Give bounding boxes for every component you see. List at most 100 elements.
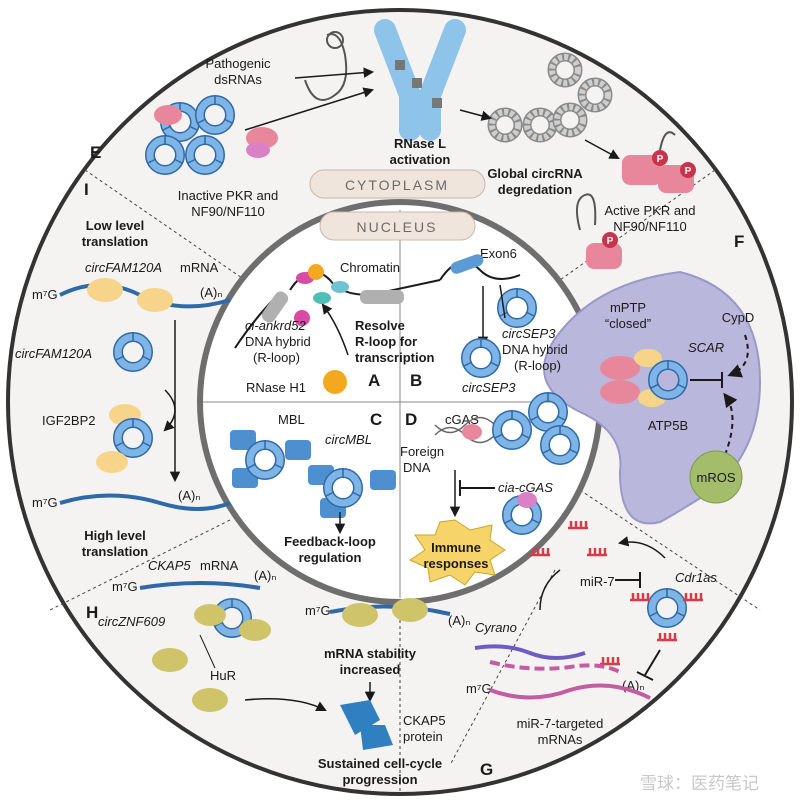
- section-h: H CKAP5 mRNA m⁷G (A)ₙ circZNF609 HuR m⁷G…: [86, 558, 471, 787]
- circsep3-hybrid-label: circSEP3: [502, 326, 556, 341]
- phospho-p-badge-1: P: [657, 154, 664, 165]
- section-f: F mPTP “closed” CypD SCAR ATP5B mROS: [543, 232, 762, 525]
- dna-hybrid-label-a: DNA hybrid: [245, 334, 311, 349]
- r-loop-label-a: (R-loop): [253, 350, 300, 365]
- mros-label: mROS: [697, 470, 736, 485]
- ci-ankrd52-label: ci-ankrd52: [245, 318, 306, 333]
- section-a-letter: A: [368, 371, 380, 390]
- m7g-cap-top: m⁷G: [32, 287, 58, 302]
- section-c-letter: C: [370, 410, 382, 429]
- protein-label: protein: [403, 729, 443, 744]
- pathogenic-label: Pathogenic: [205, 56, 271, 71]
- mir7-label: miR-7: [580, 574, 615, 589]
- cyrano-lncrna: [474, 644, 586, 660]
- m7g-cap-h: m⁷G: [112, 579, 138, 594]
- inactive-circrna-cluster: [148, 95, 278, 170]
- cgas-label: cGAS: [445, 412, 479, 427]
- global-circrna-label: Global circRNA: [487, 166, 583, 181]
- rnase-h1-icon: [323, 370, 347, 394]
- r-loop-for-label: R-loop for: [355, 334, 417, 349]
- active-nf90-label: NF90/NF110: [613, 219, 686, 234]
- mptp-label: mPTP: [610, 300, 646, 315]
- phospho-p-badge-3: P: [607, 236, 614, 247]
- active-pkr-lower: P: [575, 193, 622, 269]
- cia-cgas-label: cia-cGAS: [498, 480, 553, 495]
- chromatin-label: Chromatin: [340, 260, 400, 275]
- cypd-label: CypD: [722, 310, 755, 325]
- circfam120a-mrna-name: circFAM120A: [85, 260, 162, 275]
- polya-tail-h: (A)ₙ: [254, 568, 277, 583]
- m7g-cap-g: m⁷G: [466, 681, 492, 696]
- phospho-p-badge-2: P: [685, 166, 692, 177]
- cyrano-label: Cyrano: [475, 620, 517, 635]
- section-e-letter: E: [90, 143, 101, 162]
- inactive-nf90-label: NF90/NF110: [191, 204, 264, 219]
- activation-label: activation: [390, 152, 451, 167]
- inactive-pkr-label: Inactive PKR and: [178, 188, 278, 203]
- mrna-stability-label: mRNA stability: [324, 646, 417, 661]
- immune-responses-starburst: [408, 519, 506, 586]
- mrna-label: mRNA: [180, 260, 219, 275]
- mir7-targeted-label: miR-7-targeted: [517, 716, 604, 731]
- dna-hybrid-label-b: DNA hybrid: [502, 342, 568, 357]
- section-g: G miR-7 Cdr1as Cyrano (A)ₙ m⁷G miR-7-tar…: [466, 519, 717, 779]
- circfam120a-label: circFAM120A: [15, 346, 92, 361]
- mir7-target-mrna: [489, 683, 651, 700]
- rnase-l-label: RNase L: [394, 136, 446, 151]
- section-i-letter: I: [84, 180, 89, 199]
- immune-label: Immune: [431, 540, 481, 555]
- polya-tail-top: (A)ₙ: [200, 285, 223, 300]
- high-level-label: High level: [84, 528, 145, 543]
- r-loop-label-b: (R-loop): [514, 358, 561, 373]
- ckap5-protein-icon: [340, 700, 393, 750]
- low-level-label: Low level: [86, 218, 145, 233]
- polya-tail-h2: (A)ₙ: [448, 613, 471, 628]
- section-b-letter: B: [410, 371, 422, 390]
- atp5b-label: ATP5B: [648, 418, 688, 433]
- responses-label: responses: [423, 556, 488, 571]
- section-g-letter: G: [480, 760, 493, 779]
- active-pkr-cluster: P P: [622, 131, 696, 193]
- scar-label: SCAR: [688, 340, 724, 355]
- m7g-cap-bottom: m⁷G: [32, 495, 58, 510]
- cytoplasm-chip: CYTOPLASM: [309, 169, 486, 199]
- foreign-label: Foreign: [400, 444, 444, 459]
- nucleus-chip: NUCLEUS: [319, 211, 476, 241]
- exon6-label: Exon6: [480, 246, 517, 261]
- regulation-label: regulation: [299, 550, 362, 565]
- section-d-letter: D: [405, 410, 417, 429]
- mptp-closed-label: “closed”: [605, 316, 651, 331]
- circmbl-label: circMBL: [325, 432, 372, 447]
- transcription-label: transcription: [355, 350, 435, 365]
- dna-label: DNA: [403, 460, 431, 475]
- translation-label-bottom: translation: [82, 544, 149, 559]
- section-c: C MBL circMBL Feedback-loop regulation: [230, 410, 396, 565]
- rnase-h1-label: RNase H1: [246, 380, 306, 395]
- mbl-circrna-cluster-left: [230, 430, 311, 488]
- section-h-letter: H: [86, 603, 98, 622]
- section-b: B Exon6 circSEP3 DNA hybrid (R-loop) cir…: [410, 246, 568, 395]
- ckap5-mrna-name: CKAP5: [148, 558, 191, 573]
- cdr1as-label: Cdr1as: [675, 570, 717, 585]
- section-a: A Chromatin ci-ankrd52 DNA hybrid (R-loo…: [234, 260, 441, 395]
- degradation-label: degredation: [498, 182, 572, 197]
- m7g-cap-h2: m⁷G: [305, 603, 331, 618]
- progression-label: progression: [342, 772, 417, 787]
- cytoplasm-label: CYTOPLASM: [345, 177, 449, 193]
- circznf609-label: circZNF609: [98, 614, 165, 629]
- rnase-l-icon: [374, 19, 466, 141]
- polya-tail-bottom: (A)ₙ: [178, 488, 201, 503]
- circsep3-label: circSEP3: [462, 380, 516, 395]
- resolve-label: Resolve: [355, 318, 405, 333]
- section-e: E Pathogenic dsRNAs RNase L activation: [90, 19, 696, 269]
- translation-label-top: translation: [82, 234, 149, 249]
- igf2bp2-label: IGF2BP2: [42, 413, 95, 428]
- dsrna-label: dsRNAs: [214, 72, 262, 87]
- section-i: I Low level translation circFAM120A mRNA…: [15, 180, 231, 559]
- ckap5-protein-name: CKAP5: [403, 713, 446, 728]
- nucleus-label: NUCLEUS: [357, 219, 438, 235]
- active-pkr-label: Active PKR and: [604, 203, 695, 218]
- hur-label: HuR: [210, 668, 236, 683]
- watermark-text: 雪球：医药笔记: [640, 774, 759, 793]
